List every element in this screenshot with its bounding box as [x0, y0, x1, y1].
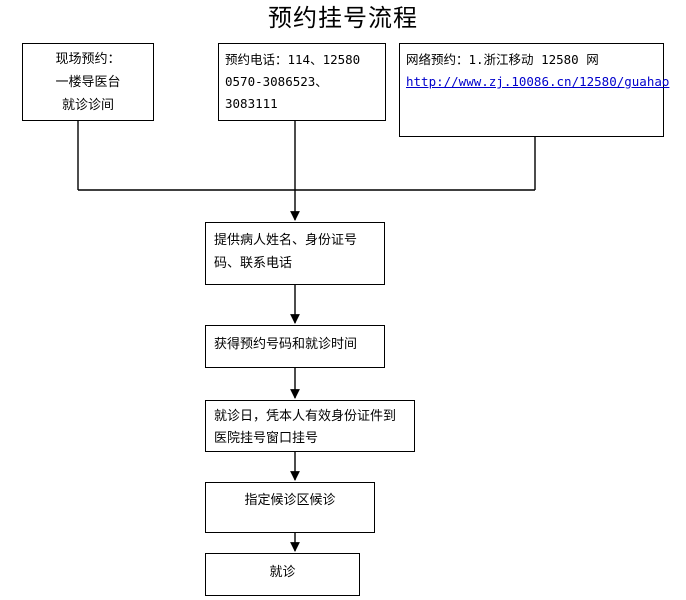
node-receive-number: 获得预约号码和就诊时间	[205, 325, 385, 368]
node-waiting-area: 指定候诊区候诊	[205, 482, 375, 533]
node-phone-line2: 0570-3086523、3083111	[225, 74, 328, 111]
node-visit-day-registration-text: 就诊日，凭本人有效身份证件到医院挂号窗口挂号	[214, 409, 397, 446]
node-phone-appointment: 预约电话：114、12580 0570-3086523、3083111	[218, 43, 386, 121]
online-appointment-url-link[interactable]: http://www.zj.10086.cn/12580/guahao	[406, 74, 670, 89]
node-phone-line1: 预约电话：114、12580	[225, 52, 361, 67]
node-visit-day-registration: 就诊日，凭本人有效身份证件到医院挂号窗口挂号	[205, 400, 415, 452]
node-waiting-area-text: 指定候诊区候诊	[244, 493, 336, 508]
node-onsite-appointment: 现场预约： 一楼导医台 就诊诊间	[22, 43, 154, 121]
node-online-appointment: 网络预约：1.浙江移动 12580 网 http://www.zj.10086.…	[399, 43, 669, 137]
node-consultation: 就诊	[205, 553, 360, 596]
node-consultation-text: 就诊	[269, 565, 296, 580]
node-provide-patient-info: 提供病人姓名、身份证号码、联系电话	[205, 222, 385, 285]
node-receive-number-text: 获得预约号码和就诊时间	[214, 337, 358, 352]
node-online-line1: 网络预约：1.浙江移动 12580 网	[406, 52, 599, 67]
node-onsite-text: 现场预约： 一楼导医台 就诊诊间	[55, 52, 121, 113]
node-provide-patient-info-text: 提供病人姓名、身份证号码、联系电话	[214, 233, 358, 271]
page-title: 预约挂号流程	[268, 4, 418, 32]
